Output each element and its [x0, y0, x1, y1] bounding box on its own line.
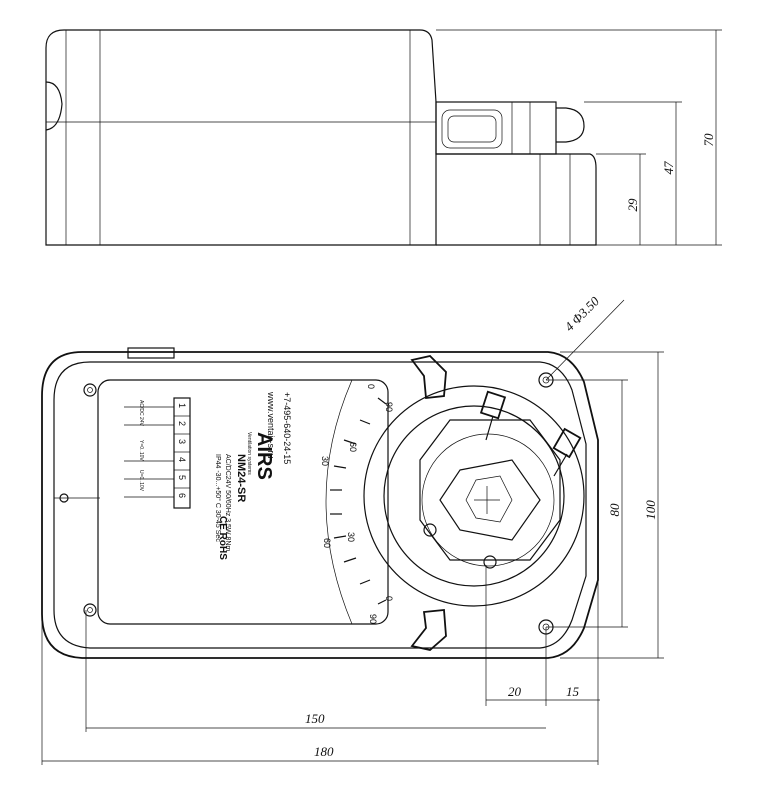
terminal-block: [173, 397, 191, 509]
clamp-body: [419, 419, 561, 561]
side-view: 29 47 70: [45, 29, 722, 246]
side-knob: [45, 81, 63, 131]
hole-leader: [545, 299, 625, 381]
dim-180: 180: [314, 744, 334, 759]
terminal-2: 2: [177, 421, 187, 426]
brand-subtitle: Ventilation systems: [246, 432, 252, 475]
nut-top: [479, 390, 507, 420]
cert-marks: CE RoHS: [217, 516, 228, 560]
clamp-bolt-bottom: [483, 555, 497, 569]
nut-right: [552, 427, 582, 459]
spindle-shaft-tip: [556, 107, 585, 143]
terminal-5: 5: [177, 475, 187, 480]
scale-arc: [325, 379, 353, 625]
terminal-6: 6: [177, 493, 187, 498]
terminal-strip: 1 2 3 4 5 6 AC/DC 24V Y=0..10V U=0..10V: [124, 397, 191, 509]
dim-70: 70: [701, 133, 716, 147]
terminal-4: 4: [177, 457, 187, 462]
clamp-outer-ring: [363, 385, 585, 607]
top-body-outline: [41, 351, 599, 659]
tick-label-90-top: 90: [384, 402, 394, 412]
tick-label-0-top: 0: [366, 384, 376, 389]
tick-label-0-bot: 0: [384, 596, 394, 601]
side-base: [436, 153, 597, 246]
clip-bottom: [410, 609, 447, 651]
angle-scale: 0 90 30 60 30 60 0 90: [320, 379, 394, 625]
tick-label-30-bot: 30: [346, 532, 356, 542]
dim-100: 100: [643, 500, 658, 520]
spec-line-2: IP44 -30...+50° C 30-45 Sec: [214, 454, 222, 542]
dim-80: 80: [607, 503, 622, 517]
spec-line-1: AC/DC24V 50/60Hz 3,5W 8Nm: [224, 454, 231, 551]
tick-label-60-top: 60: [348, 442, 358, 452]
tick-label-90-bot: 90: [368, 614, 378, 624]
wiring-y: Y=0..10V: [138, 440, 144, 461]
clip-top: [410, 355, 447, 399]
wiring-power: AC/DC 24V: [138, 400, 144, 427]
dim-150: 150: [305, 711, 325, 726]
mounting-hole-tl: [83, 383, 97, 397]
terminal-1: 1: [177, 403, 187, 408]
mounting-hole-bl: [83, 603, 97, 617]
dim-29: 29: [625, 198, 640, 212]
top-tab: [127, 347, 175, 359]
dim-15: 15: [566, 684, 580, 699]
terminal-3: 3: [177, 439, 187, 444]
spindle-clamp: [441, 109, 503, 149]
website-text: www.ventair-s.ru: [266, 391, 276, 459]
dim-47: 47: [661, 161, 676, 175]
top-body-inner: [53, 361, 587, 649]
tick-label-60-bot: 60: [322, 538, 332, 548]
clamp-center: [465, 475, 513, 523]
side-body-outline: [45, 29, 437, 246]
top-view: 0 90 30 60 30 60 0 90 AIRS Ventilation s…: [41, 293, 664, 765]
clamp-bolt-left: [423, 523, 437, 537]
label-plate: [97, 379, 389, 625]
dim-20: 20: [508, 684, 522, 699]
spindle-clamp-inner: [447, 115, 497, 143]
label-text-group: AIRS Ventilation systems www.ventair-s.r…: [214, 391, 292, 560]
phone-text: +7-495-640-24-15: [282, 392, 292, 464]
wiring-u: U=0..10V: [138, 470, 144, 492]
model-text: NM24-SR: [235, 454, 247, 502]
brand-logo: AIRS: [253, 432, 275, 480]
spindle-clamp-top: [363, 385, 585, 607]
clamp-jaw: [439, 459, 541, 541]
clamp-ring: [383, 405, 565, 587]
tick-label-30-top: 30: [320, 456, 330, 466]
